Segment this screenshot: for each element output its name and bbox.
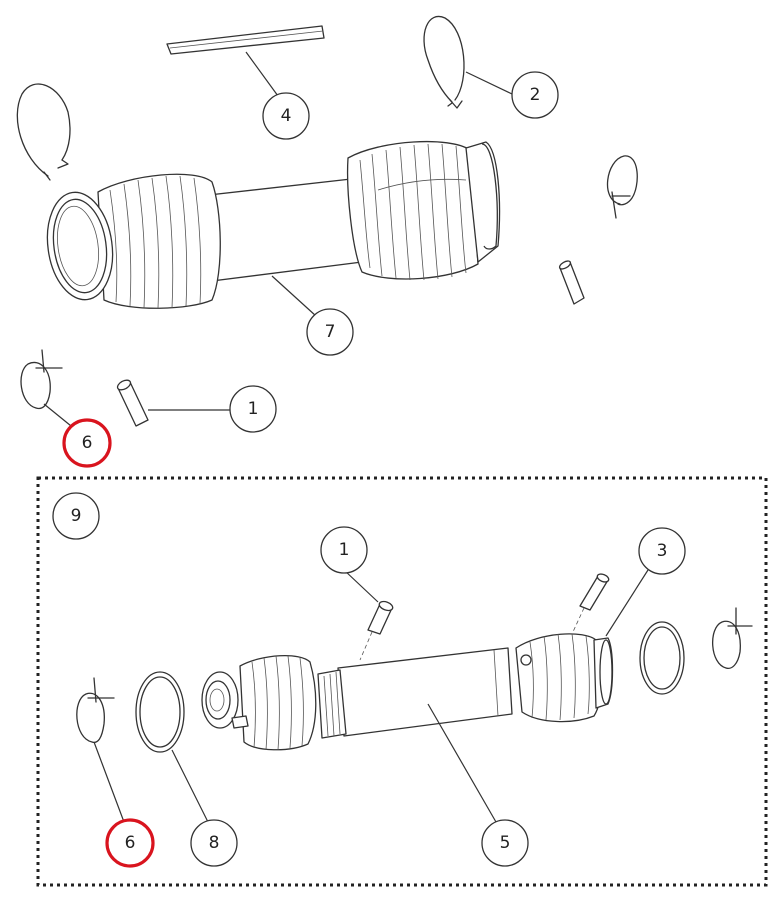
pin-right (558, 260, 585, 305)
part-2-retaining-ring (423, 15, 465, 109)
callout-9-label: 9 (71, 506, 82, 526)
callout-4: 4 (262, 92, 310, 140)
kit-frame (36, 476, 768, 887)
part-1-pin-top (116, 379, 149, 427)
callout-2: 2 (511, 71, 559, 119)
part-4-strip (166, 25, 325, 55)
leader-8 (171, 749, 209, 823)
callout-8: 8 (190, 819, 238, 867)
callout-5: 5 (481, 819, 529, 867)
spring-clip-right (606, 155, 638, 219)
part-1-pin-kit (359, 600, 394, 661)
callout-4-label: 4 (281, 106, 292, 126)
callout-6-top-label: 6 (82, 433, 93, 453)
callout-7-label: 7 (325, 322, 336, 342)
part-5-shaft-assembly (201, 633, 614, 751)
callout-1-top-label: 1 (248, 399, 259, 419)
callout-2-label: 2 (530, 85, 541, 105)
callout-8-label: 8 (209, 833, 220, 853)
callout-1-top: 1 (229, 385, 277, 433)
callout-5-label: 5 (500, 833, 511, 853)
part-7-guard-assembly (46, 140, 501, 309)
callout-3: 3 (638, 527, 686, 575)
callout-9: 9 (52, 492, 100, 540)
pin-kit-right (571, 573, 610, 635)
callout-1-kit-label: 1 (339, 540, 350, 560)
callout-7: 7 (306, 308, 354, 356)
callout-1-kit: 1 (320, 526, 368, 574)
part-6-spring-clip-top (20, 349, 63, 410)
callout-6-kit: 6 (105, 818, 155, 868)
callout-6-top: 6 (62, 418, 112, 468)
leader-1-kit (343, 569, 379, 603)
spring-clip-kit-right (711, 607, 753, 670)
leader-6-kit (93, 741, 125, 823)
leader-2 (465, 71, 513, 95)
callout-6-kit-label: 6 (125, 833, 136, 853)
leader-3 (605, 569, 649, 637)
leader-7 (271, 275, 317, 317)
o-ring-right (639, 621, 685, 695)
part-6-spring-clip-kit (76, 677, 115, 744)
part-8-o-ring (135, 671, 185, 753)
retaining-ring-left (16, 83, 71, 181)
callout-3-label: 3 (657, 541, 668, 561)
leader-4 (245, 51, 279, 97)
leader-5 (427, 703, 497, 823)
